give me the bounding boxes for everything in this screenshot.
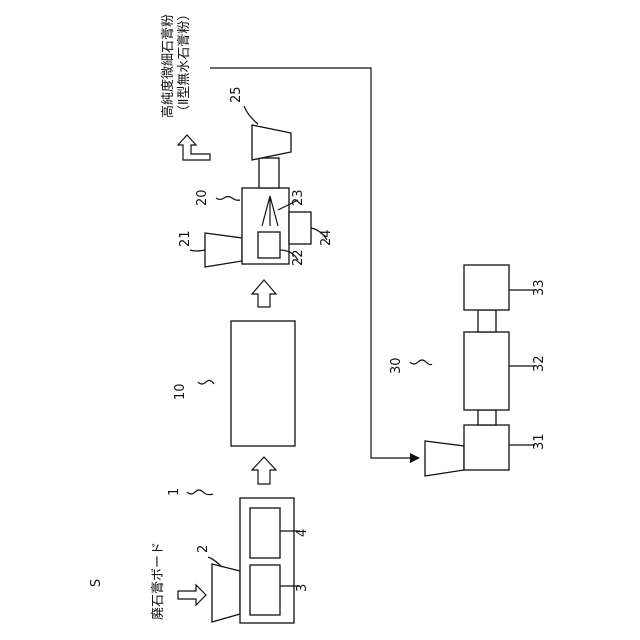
- unit-30-component-32: [464, 332, 509, 410]
- unit-20-component-22: [258, 232, 280, 258]
- leader-30: [410, 360, 432, 365]
- unit-1: [212, 498, 294, 623]
- ref-23: 23: [291, 189, 306, 206]
- figure-label: S: [89, 579, 104, 587]
- ref-22: 22: [291, 249, 306, 266]
- ref-32: 32: [532, 355, 547, 372]
- ref-2: 2: [196, 545, 211, 553]
- unit-20-hopper: [205, 233, 242, 267]
- flow-arrow-10-to-20: [252, 280, 276, 307]
- leader-21: [190, 250, 205, 251]
- ref-30: 30: [389, 357, 404, 374]
- unit-1-hopper: [212, 564, 240, 622]
- unit-30-component-31: [464, 425, 509, 470]
- unit-1-component-3: [250, 565, 280, 615]
- ref-21: 21: [178, 230, 193, 247]
- input-arrow: [178, 585, 206, 605]
- leader-1: [187, 490, 213, 495]
- leader-10: [198, 380, 214, 384]
- ref-20: 20: [195, 189, 210, 206]
- unit-20-component-24: [289, 212, 311, 244]
- ref-31: 31: [532, 433, 547, 450]
- unit-30-connector-upper: [478, 410, 496, 425]
- leader-25: [244, 106, 258, 124]
- unit-1-component-4: [250, 508, 280, 558]
- output-label-line2: （Ⅱ型無水石膏粉）: [176, 8, 192, 118]
- unit-30-connector-lower: [478, 310, 496, 332]
- output-arrow: [178, 135, 210, 160]
- ref-33: 33: [532, 279, 547, 296]
- ref-24: 24: [319, 229, 334, 246]
- ref-25: 25: [229, 86, 244, 103]
- input-label: 廃石膏ボード: [150, 542, 166, 620]
- unit-20-cyclone-25: [252, 125, 291, 160]
- leader-20: [216, 197, 240, 201]
- unit-10: [231, 321, 295, 446]
- unit-30-hopper: [425, 441, 464, 476]
- ref-3: 3: [295, 584, 310, 592]
- ref-10: 10: [173, 383, 188, 400]
- unit-20-duct: [259, 158, 279, 188]
- ref-1: 1: [167, 488, 182, 496]
- output-label-line1: 高純度微細石膏粉: [160, 14, 176, 118]
- ref-4: 4: [295, 529, 310, 537]
- unit-30-component-33: [464, 265, 509, 310]
- unit-30: [425, 265, 509, 476]
- flow-arrow-1-to-10: [252, 457, 276, 484]
